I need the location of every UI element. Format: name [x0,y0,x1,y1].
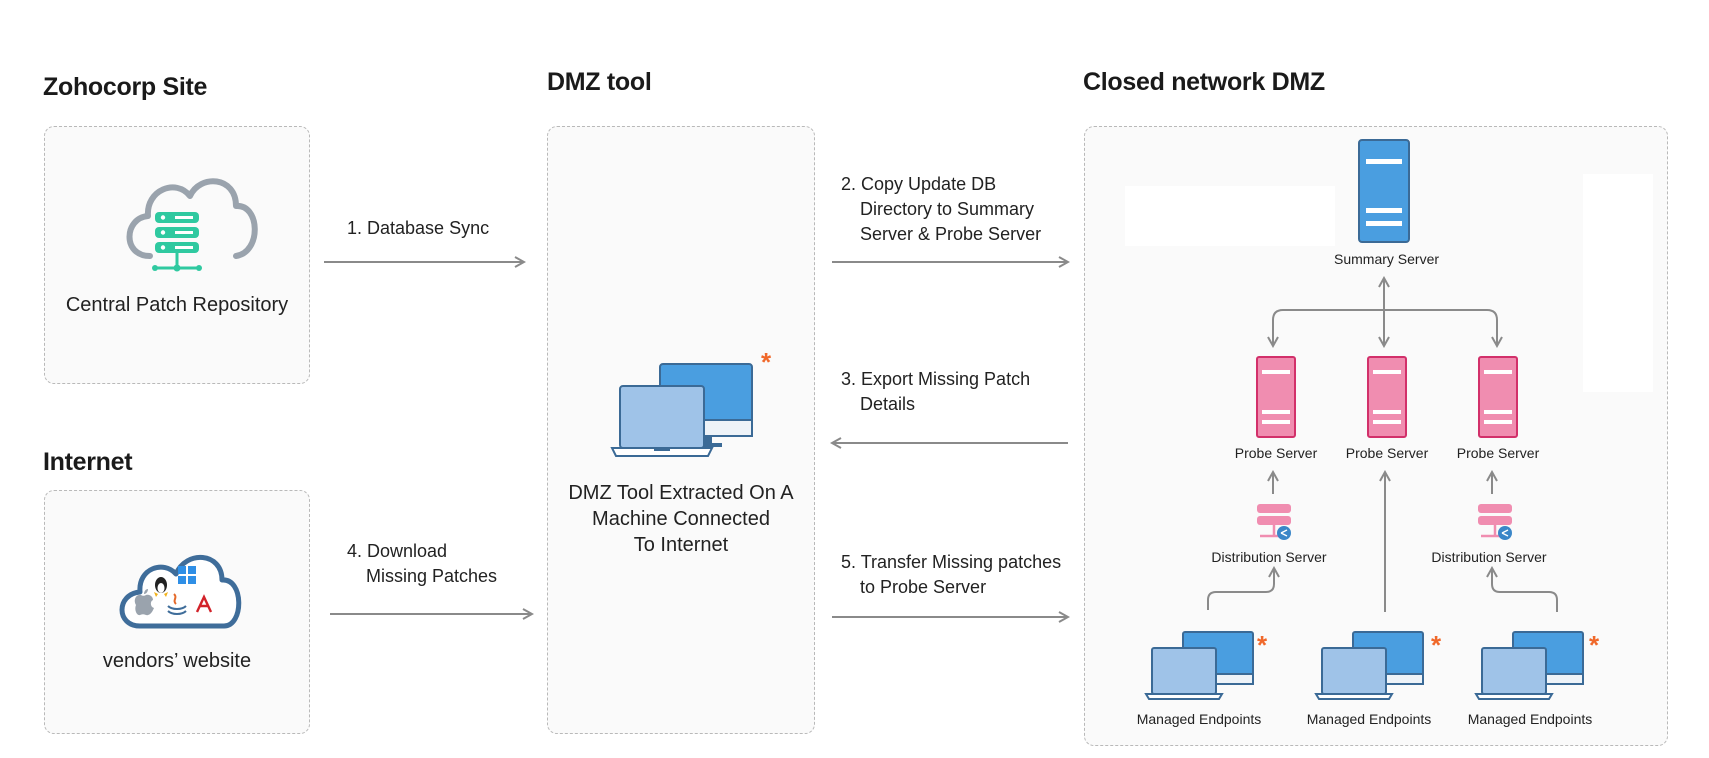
step-3-label: 3. Export Missing Patch Details [841,367,1030,417]
step-5-label: 5. Transfer Missing patches to Probe Ser… [841,550,1061,600]
endpoint-2-star-marker: * [1431,630,1442,660]
closed-network-connectors [1207,278,1558,612]
probe-server-1-icon [1256,356,1296,438]
dmz-star-marker: * [761,347,772,377]
dmz-machine-icon [610,363,753,457]
probe-server-2-label: Probe Server [1345,445,1429,461]
windows-logo-icon [178,566,196,584]
internet-heading: Internet [43,448,133,476]
java-logo-icon [167,593,187,615]
zoho-heading: Zohocorp Site [43,73,208,101]
probe-server-1-label: Probe Server [1234,445,1318,461]
cloud-server-icon [126,178,258,272]
distribution-server-2-icon [1478,504,1512,540]
summary-server-icon [1358,139,1410,243]
dmz-machine-line-1: DMZ Tool Extracted On A [568,482,794,504]
step-5-line-2: to Probe Server [860,577,987,597]
endpoint-3-star-marker: * [1589,630,1600,660]
apple-logo-icon [134,589,154,616]
managed-endpoint-2-icon [1314,631,1424,700]
dmz-machine-line-3: To Internet [633,534,729,556]
closed-network-patch-left [1125,186,1335,246]
closed-network-heading: Closed network DMZ [1083,68,1325,96]
dmz-heading: DMZ tool [547,68,652,96]
step-5-line-1: 5. Transfer Missing patches [841,552,1062,572]
step-3-line-1: 3. Export Missing Patch [841,369,1031,389]
distribution-server-1-label: Distribution Server [1211,549,1327,565]
summary-server-label: Summary Server [1334,251,1440,267]
probe-server-3-icon [1478,356,1518,438]
step-2-line-2: Directory to Summary [860,199,1035,219]
closed-network-patch-right [1583,174,1653,392]
dmz-machine-line-2: Machine Connected [592,508,770,530]
step-4-line-2: Missing Patches [366,566,498,586]
managed-endpoints-1-label: Managed Endpoints [1136,711,1262,727]
managed-endpoint-1-icon [1144,631,1254,700]
central-repo-label: Central Patch Repository [65,294,289,316]
distribution-server-2-label: Distribution Server [1431,549,1547,565]
vendors-label: vendors’ website [102,650,252,672]
dmz-box [547,126,815,734]
step-4-label: 4. Download Missing Patches [347,539,497,589]
managed-endpoints-2-label: Managed Endpoints [1306,711,1432,727]
managed-endpoints-3-label: Managed Endpoints [1467,711,1593,727]
distribution-server-1-icon [1257,504,1291,540]
step-1-label: 1. Database Sync [347,218,490,238]
linux-logo-icon [154,577,168,597]
probe-server-3-label: Probe Server [1456,445,1540,461]
managed-endpoint-3-icon [1474,631,1584,700]
dmz-machine-label: DMZ Tool Extracted On A Machine Connecte… [547,480,815,558]
step-3-line-2: Details [860,394,916,414]
endpoint-1-star-marker: * [1257,630,1268,660]
step-2-line-1: 2. Copy Update DB [841,174,997,194]
probe-server-2-icon [1367,356,1407,438]
step-4-line-1: 4. Download [347,541,448,561]
vendors-cloud-icon [119,555,242,629]
step-2-line-3: Server & Probe Server [860,224,1042,244]
adobe-logo-icon [195,594,213,614]
step-2-label: 2. Copy Update DB Directory to Summary S… [841,172,1041,247]
